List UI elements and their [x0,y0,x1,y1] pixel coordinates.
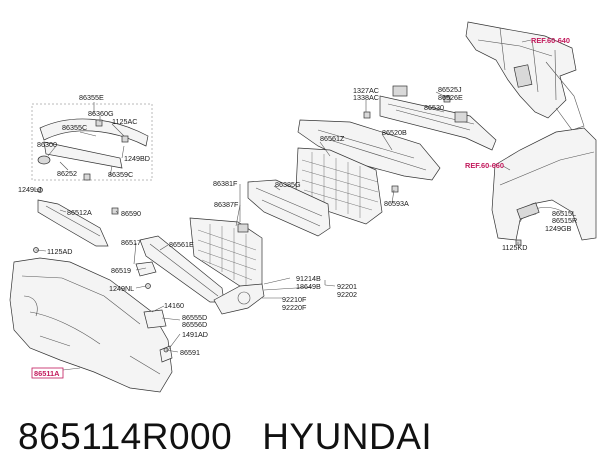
label-92220F: 92220F [282,303,307,312]
label-ref-60-640: REF.60-640 [531,36,570,45]
label-86355C: 86355C [62,123,87,132]
fender [491,127,597,241]
grille-assembly-box [31,103,153,181]
label-86355E: 86355E [79,93,104,102]
grille-bracket-86385G [247,179,331,237]
label-86511A: 86511A [34,369,60,378]
label-86359C: 86359C [108,170,133,179]
label-86512A: 86512A [67,208,92,217]
label-86515R: 86515R [552,216,577,225]
label-86519: 86519 [111,266,131,275]
label-1125AD: 1125AD [47,247,72,256]
label-14160: 14160 [164,301,184,310]
caption: 865114R000 HYUNDAI [18,412,432,462]
label-86561Z: 86561Z [320,134,345,143]
bumper-bracket-86512A [37,199,109,247]
label-91214B: 91214B [296,274,321,283]
label-86555D: 86555D [182,313,207,322]
label-86387F: 86387F [214,200,239,209]
label-86515L: 86515L [552,209,576,218]
fog-lamp-bezel [213,283,265,315]
label-86525J: 86525J [438,85,462,94]
label-86300: 86300 [37,140,57,149]
label-86561E: 86561E [169,240,194,249]
label-92201: 92201 [337,282,357,291]
energy-absorber [297,119,441,181]
label-ref-60-660: REF.60-660 [465,161,504,170]
part-labels: 86355E 86360G 86355C 1125AC 86300 1249BD… [18,36,577,378]
label-86520B: 86520B [382,128,407,137]
exploded-parts-diagram: 86355E 86360G 86355C 1125AC 86300 1249BD… [9,21,597,393]
label-1125KD: 1125KD [502,243,527,252]
label-1125AC: 1125AC [112,117,137,126]
label-92210F: 92210F [282,295,307,304]
label-86385G: 86385G [275,180,301,189]
leader-lines [35,39,537,371]
label-18649B: 18649B [296,282,321,291]
highlight-box [31,367,64,379]
label-86530: 86530 [424,103,444,112]
label-1327AC: 1327AC [353,86,379,95]
label-86591: 86591 [180,348,200,357]
label-92202: 92202 [337,290,357,299]
brand-name: HYUNDAI [262,416,433,457]
label-86517: 86517 [121,238,141,247]
label-86381F: 86381F [213,179,238,188]
bumper-beam [379,85,497,151]
hardware [33,95,540,363]
label-1491AD: 1491AD [182,330,208,339]
label-86593A: 86593A [384,199,409,208]
front-bumper-cover [9,257,173,393]
label-1249BD: 1249BD [124,154,150,163]
label-86360G: 86360G [88,109,114,118]
label-1249NL: 1249NL [109,284,134,293]
label-86252: 86252 [57,169,77,178]
label-86526E: 86526E [438,93,463,102]
label-1249LJ: 1249LJ [18,185,42,194]
label-86556D: 86556D [182,320,207,329]
label-1338AC: 1338AC [353,93,379,102]
label-86590: 86590 [121,209,141,218]
part-number: 865114R000 [18,416,233,457]
label-1249GB: 1249GB [545,224,572,233]
radiator-support [465,21,585,131]
